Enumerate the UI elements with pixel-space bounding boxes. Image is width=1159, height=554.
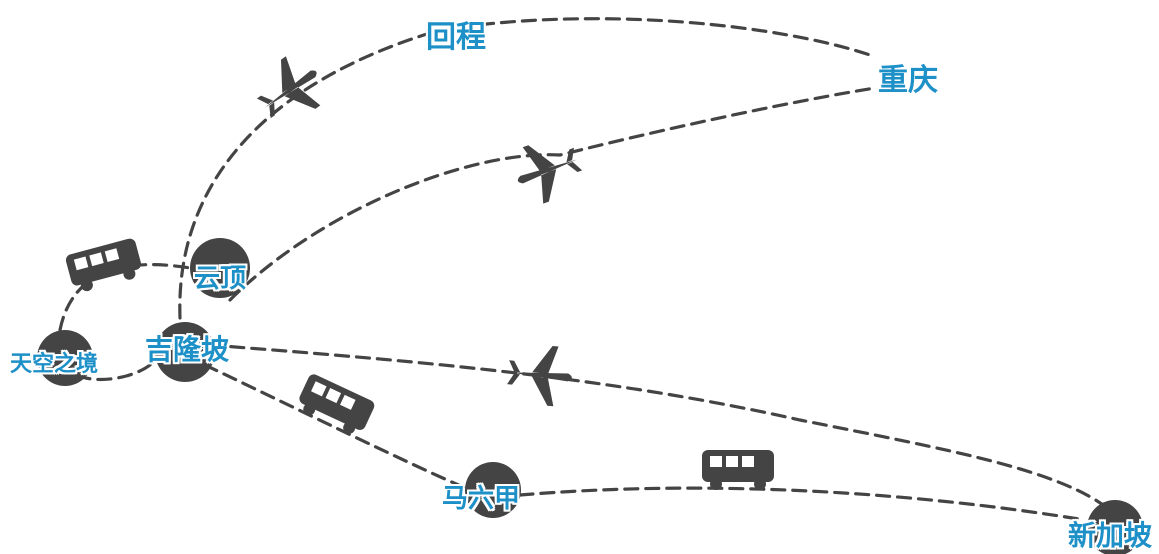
malacca-to-singapore-bus-route bbox=[518, 486, 1087, 522]
airplane-icon bbox=[507, 345, 572, 407]
bus-icon bbox=[299, 374, 375, 434]
city-label-chongqing: 重庆 bbox=[878, 63, 938, 98]
city-label-malacca: 马六甲 bbox=[442, 484, 521, 514]
kl-to-chongqing-flight-route bbox=[228, 86, 877, 302]
kl-to-malacca-bus-route bbox=[203, 363, 472, 492]
city-label-singapore: 新加坡 bbox=[1068, 519, 1153, 552]
city-label-genting: 云顶 bbox=[194, 264, 247, 294]
airplane-icon bbox=[517, 145, 583, 204]
singapore-dot bbox=[1087, 500, 1143, 554]
city-label-sky-mirror: 天空之境 bbox=[10, 352, 99, 377]
return-trip-label: 回程 bbox=[426, 20, 486, 55]
kl-to-sky-mirror-route bbox=[68, 363, 152, 382]
kuala-lumpur-dot bbox=[155, 322, 215, 382]
airplane-icon bbox=[256, 56, 321, 119]
bus-icon bbox=[65, 238, 142, 292]
kl-to-singapore-flight-route bbox=[208, 343, 1112, 512]
genting-dot bbox=[190, 238, 250, 298]
malacca-dot bbox=[465, 462, 521, 518]
bus-icon bbox=[702, 450, 774, 490]
city-label-kuala-lumpur: 吉隆坡 bbox=[145, 333, 230, 366]
return-flight-route bbox=[178, 17, 872, 320]
sky-mirror-dot bbox=[37, 330, 93, 386]
